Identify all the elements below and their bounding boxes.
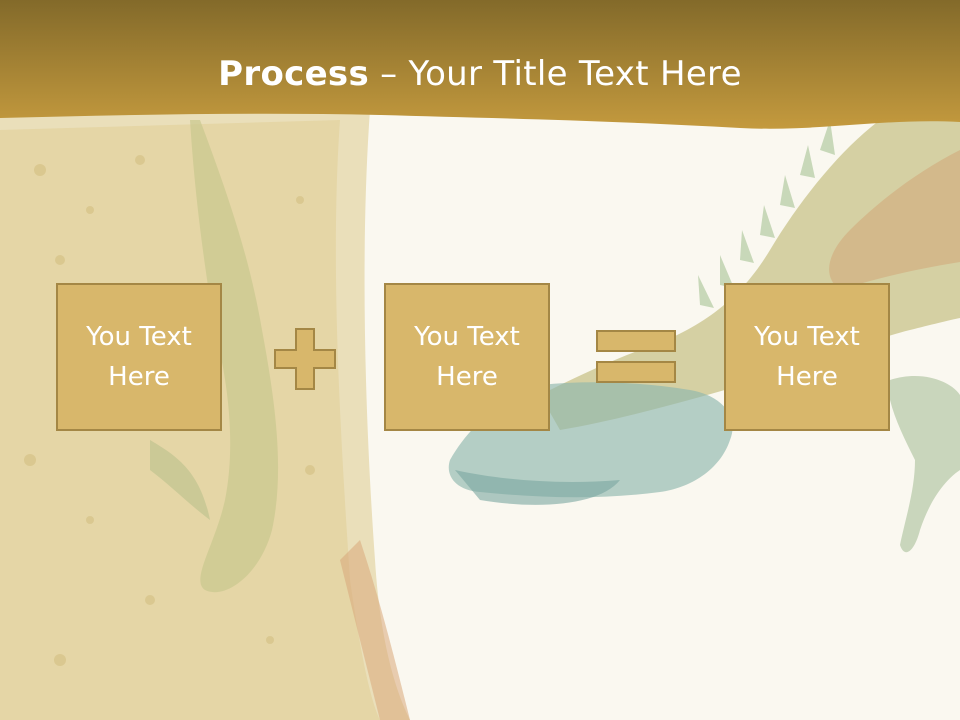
equals-icon bbox=[596, 330, 676, 383]
title-bar bbox=[0, 0, 960, 129]
process-box-3[interactable]: You Text Here bbox=[724, 283, 890, 431]
process-box-1[interactable]: You Text Here bbox=[56, 283, 222, 431]
title-separator: – bbox=[369, 54, 409, 94]
process-box-1-text: You Text Here bbox=[86, 322, 192, 392]
process-box-2[interactable]: You Text Here bbox=[384, 283, 550, 431]
process-box-3-text: You Text Here bbox=[754, 322, 860, 392]
plus-icon bbox=[274, 328, 336, 390]
process-box-2-text: You Text Here bbox=[414, 322, 520, 392]
slide-title: Process – Your Title Text Here bbox=[0, 52, 960, 96]
title-strong: Process bbox=[218, 54, 370, 94]
title-rest: Your Title Text Here bbox=[408, 54, 742, 94]
